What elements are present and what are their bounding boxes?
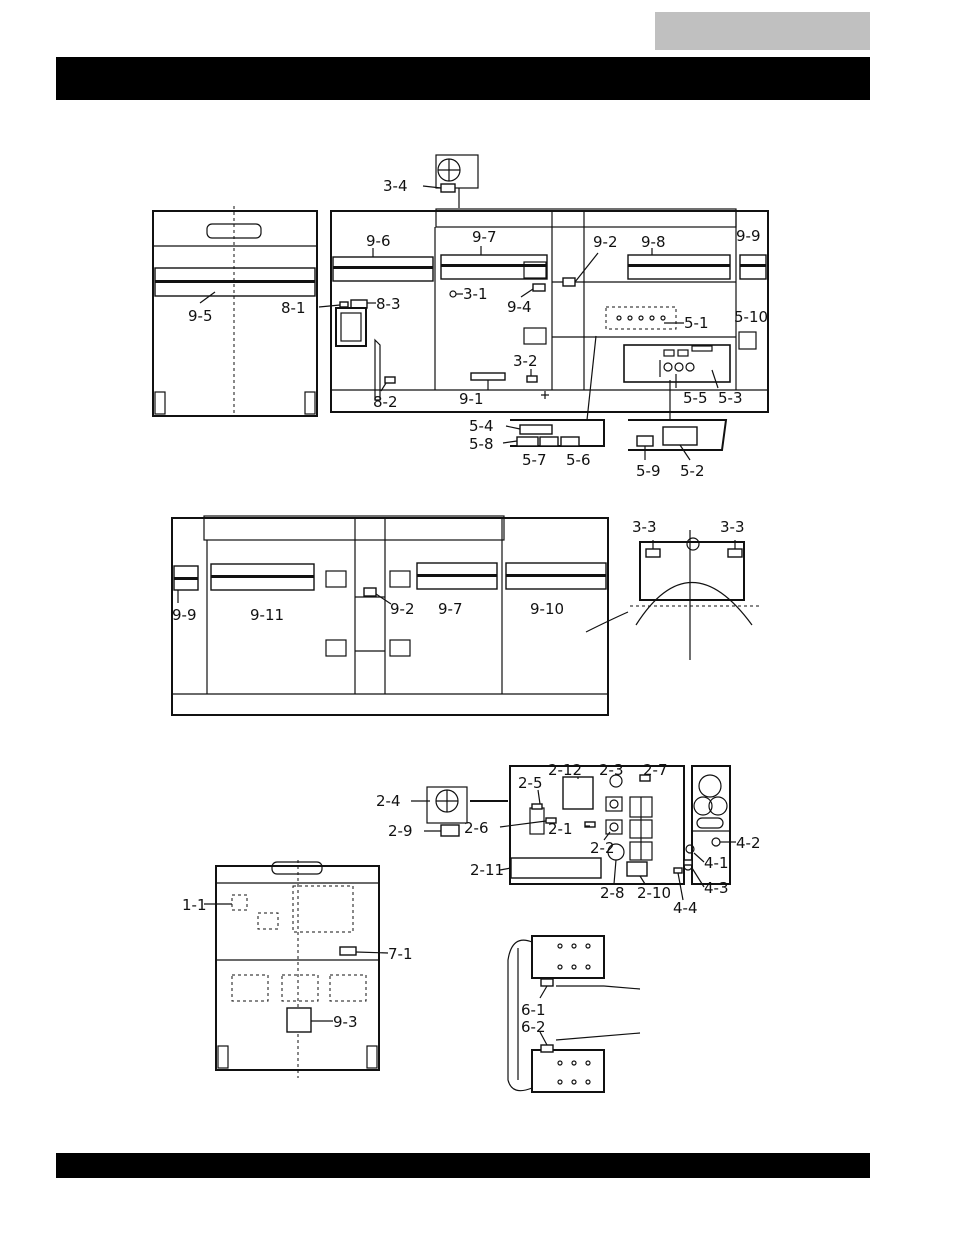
label-4-3: 4-3: [704, 879, 729, 897]
label-2-1: 2-1: [548, 820, 573, 838]
label-8-3: 8-3: [376, 295, 401, 313]
label-5-9: 5-9: [636, 462, 661, 480]
label-5-10: 5-10: [734, 308, 768, 326]
label-6-2: 6-2: [521, 1018, 546, 1036]
label-2-7: 2-7: [643, 761, 668, 779]
label-3-3b: 3-3: [720, 518, 745, 536]
rear-view: 1-1 7-1 9-3: [182, 860, 413, 1078]
label-9-11: 9-11: [250, 606, 284, 624]
label-3-2: 3-2: [513, 352, 538, 370]
other-side-view: 9-9 9-11 9-2 9-7 9-10 3-3 3-3: [172, 516, 760, 715]
label-3-4: 3-4: [383, 177, 408, 195]
label-2-5: 2-5: [518, 774, 543, 792]
side-view: 3-4 9-6 9-7 9-2 9-8 9-9 9-4: [281, 155, 768, 480]
label-9-8: 9-8: [641, 233, 666, 251]
label-9-7: 9-7: [472, 228, 497, 246]
label-5-5: 5-5: [683, 389, 708, 407]
label-2-8: 2-8: [600, 884, 625, 902]
label-5-1: 5-1: [684, 314, 709, 332]
label-9-9: 9-9: [736, 227, 761, 245]
label-9-7b: 9-7: [438, 600, 463, 618]
label-3-1: 3-1: [463, 285, 488, 303]
control-panel-view: 2-12 2-3 2-7 2-5 2-6 2-1 2-2 2-11 2-8 2-…: [376, 761, 761, 917]
label-9-6: 9-6: [366, 232, 391, 250]
label-5-2: 5-2: [680, 462, 705, 480]
label-2-9: 2-9: [388, 822, 413, 840]
label-2-3: 2-3: [599, 761, 624, 779]
label-2-12: 2-12: [548, 761, 582, 779]
label-9-10: 9-10: [530, 600, 564, 618]
label-3-3a: 3-3: [632, 518, 657, 536]
battery-view: 6-1 6-2: [508, 936, 640, 1092]
label-1-1: 1-1: [182, 896, 207, 914]
label-8-2: 8-2: [373, 393, 398, 411]
label-6-1: 6-1: [521, 1001, 546, 1019]
label-9-9b: 9-9: [172, 606, 197, 624]
label-9-1: 9-1: [459, 390, 484, 408]
label-7-1: 7-1: [388, 945, 413, 963]
label-4-4: 4-4: [673, 899, 698, 917]
label-2-10: 2-10: [637, 884, 671, 902]
label-9-2b: 9-2: [390, 600, 415, 618]
label-4-2: 4-2: [736, 834, 761, 852]
label-9-2: 9-2: [593, 233, 618, 251]
label-9-5: 9-5: [188, 307, 213, 325]
label-8-1: 8-1: [281, 299, 306, 317]
label-5-7: 5-7: [522, 451, 547, 469]
label-5-8: 5-8: [469, 435, 494, 453]
label-9-4: 9-4: [507, 298, 532, 316]
label-2-6: 2-6: [464, 819, 489, 837]
label-5-3: 5-3: [718, 389, 743, 407]
label-5-6: 5-6: [566, 451, 591, 469]
label-2-4: 2-4: [376, 792, 401, 810]
label-9-3: 9-3: [333, 1013, 358, 1031]
label-5-4: 5-4: [469, 417, 494, 435]
label-2-11: 2-11: [470, 861, 504, 879]
label-4-1: 4-1: [704, 854, 729, 872]
label-2-2: 2-2: [590, 839, 615, 857]
